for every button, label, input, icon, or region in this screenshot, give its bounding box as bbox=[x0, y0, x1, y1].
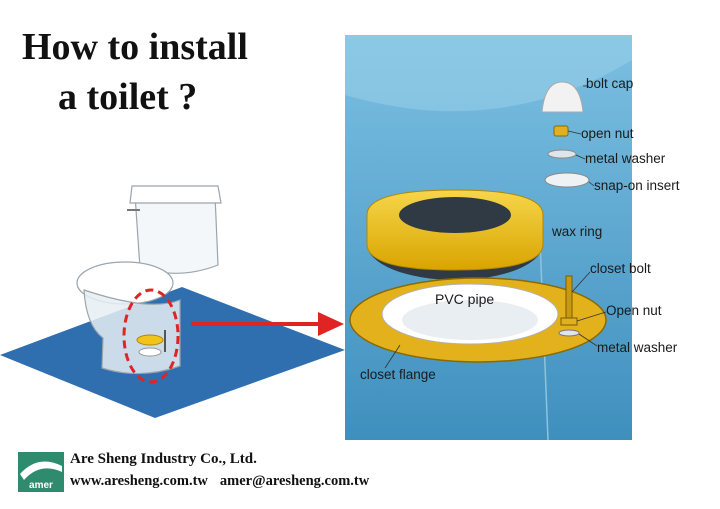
label-open-nut-lower: Open nut bbox=[606, 303, 662, 318]
company-name: Are Sheng Industry Co., Ltd. bbox=[70, 451, 257, 467]
label-closet-flange: closet flange bbox=[360, 367, 436, 382]
toilet-tank bbox=[134, 194, 219, 274]
title-line-1: How to install bbox=[22, 26, 248, 68]
metal-washer-lower-part bbox=[558, 329, 580, 337]
open-nut-part bbox=[553, 125, 569, 137]
email-link[interactable]: amer@aresheng.com.tw bbox=[219, 473, 370, 489]
label-pvc-pipe: PVC pipe bbox=[435, 291, 495, 307]
label-bolt-cap: bolt cap bbox=[586, 76, 634, 91]
exploded-parts-panel bbox=[345, 35, 632, 440]
open-nut-lower-part bbox=[560, 317, 578, 326]
company-logo: amer bbox=[18, 452, 64, 492]
toilet-illustration bbox=[0, 185, 345, 418]
label-closet-bolt: closet bolt bbox=[590, 261, 651, 276]
pipe-interior bbox=[402, 300, 538, 340]
arrow-head bbox=[318, 312, 344, 336]
wax-ring-hole bbox=[399, 197, 511, 233]
logo-text: amer bbox=[29, 480, 53, 491]
highlight-ellipse bbox=[122, 288, 180, 384]
label-open-nut: open nut bbox=[581, 126, 634, 141]
page-title: How to install a toilet ? bbox=[22, 22, 312, 122]
tank-lid bbox=[129, 185, 222, 204]
contact-line: www.aresheng.com.tw amer@aresheng.com.tw bbox=[70, 473, 369, 490]
bolt-cap-part bbox=[541, 81, 584, 113]
closet-bolt-part bbox=[565, 275, 573, 323]
website-link[interactable]: www.aresheng.com.tw bbox=[70, 473, 208, 489]
label-snap-on-insert: snap-on insert bbox=[594, 178, 680, 193]
metal-washer-part bbox=[547, 149, 577, 159]
label-metal-washer-lower: metal washer bbox=[597, 340, 678, 355]
snap-on-insert-part bbox=[544, 172, 590, 188]
title-line-2: a toilet ? bbox=[58, 76, 198, 118]
wax-ring-small bbox=[136, 334, 164, 346]
label-wax-ring: wax ring bbox=[552, 224, 603, 239]
flange-small bbox=[138, 347, 162, 357]
label-metal-washer: metal washer bbox=[585, 151, 666, 166]
